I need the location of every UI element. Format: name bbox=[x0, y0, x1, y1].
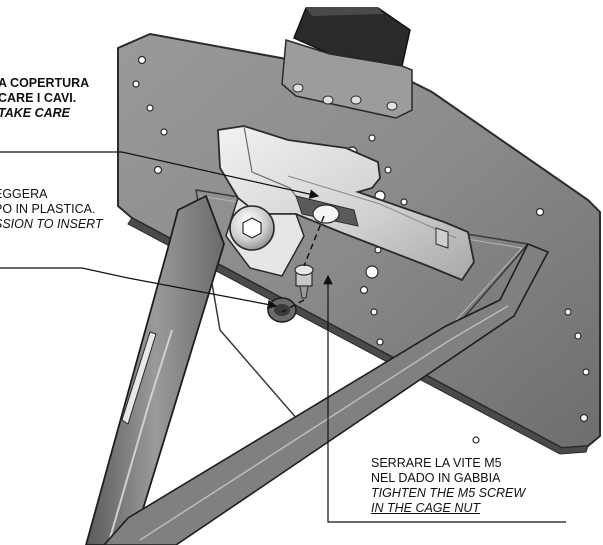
plastic-plug bbox=[267, 297, 297, 323]
plate-hole bbox=[132, 80, 140, 88]
plate-hole bbox=[137, 55, 147, 65]
m5-screw bbox=[294, 264, 314, 299]
plate-hole bbox=[384, 166, 392, 174]
plate-hole bbox=[365, 265, 379, 279]
callout-line: A COPERTURA bbox=[0, 76, 90, 90]
callout-line: IN THE CAGE NUT bbox=[371, 501, 481, 515]
plate-hole bbox=[579, 413, 589, 423]
callout-line: SSION TO INSERT bbox=[0, 217, 103, 231]
support-arm bbox=[85, 194, 550, 545]
plate-hole bbox=[472, 436, 480, 444]
callout-line: SERRARE LA VITE M5 bbox=[371, 456, 502, 470]
leader-line-3 bbox=[323, 274, 566, 523]
plate-hole bbox=[376, 338, 384, 346]
plate-hole bbox=[400, 198, 408, 206]
plate-hole bbox=[146, 104, 154, 112]
plate-hole bbox=[368, 134, 376, 142]
callout-line: TIGHTEN THE M5 SCREW bbox=[371, 486, 526, 500]
callout-line: TAKE CARE bbox=[0, 106, 70, 120]
callout-m5-screw: SERRARE LA VITE M5 NEL DADO IN GABBIA TI… bbox=[371, 456, 525, 516]
leader-line-1 bbox=[0, 151, 320, 199]
assembly-axis bbox=[281, 215, 325, 313]
callout-line: CARE I CAVI. bbox=[0, 91, 77, 105]
plate-hole bbox=[564, 308, 572, 316]
plate-hole bbox=[574, 332, 582, 340]
plate-hole bbox=[535, 207, 545, 217]
leader-line-2 bbox=[0, 267, 278, 310]
plate-hole bbox=[359, 285, 369, 295]
callout-line: PO IN PLASTICA. bbox=[0, 202, 96, 216]
plate-hole bbox=[160, 128, 168, 136]
plate-hole bbox=[582, 368, 590, 376]
callout-cable-cover: A COPERTURA CARE I CAVI. TAKE CARE bbox=[0, 76, 89, 121]
plate-hole bbox=[153, 165, 163, 175]
socket-screw bbox=[229, 205, 275, 251]
leader-lines bbox=[0, 151, 566, 523]
cable-cover bbox=[281, 7, 413, 119]
callout-line: NEL DADO IN GABBIA bbox=[371, 471, 501, 485]
plate-hole bbox=[370, 308, 378, 316]
